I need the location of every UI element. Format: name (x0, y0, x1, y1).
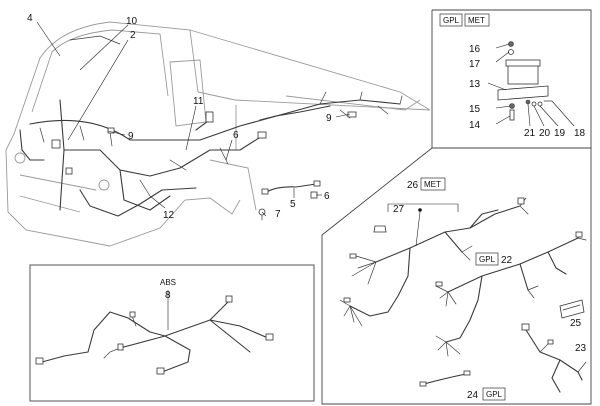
callout-4: 4 (27, 13, 33, 24)
callout-10: 10 (126, 16, 138, 27)
tag-met-top: MET (468, 16, 485, 25)
callout-27: 27 (393, 204, 405, 215)
callout-20: 20 (539, 128, 551, 139)
harness-22 (435, 231, 587, 357)
leader-lines (36, 21, 351, 330)
main-harness-wiring (19, 35, 403, 217)
callout-7: 7 (275, 209, 281, 220)
callout-13: 13 (469, 79, 481, 90)
callout-8: 8 (165, 290, 171, 301)
callout-11: 11 (193, 96, 204, 107)
callout-9-rear: 9 (326, 113, 332, 124)
tag-gpl-22-box (475, 252, 499, 266)
callout-22: 22 (501, 255, 513, 266)
callout-17: 17 (469, 59, 481, 70)
callout-labels: 4 10 2 11 9 9 6 12 5 6 7 16 17 13 15 14 … (27, 13, 587, 401)
tag-gpl-top: GPL (443, 16, 460, 25)
callout-5: 5 (290, 199, 296, 210)
tag-gpl-24-box (482, 387, 506, 401)
tag-met-26-box (420, 177, 446, 191)
abs-panel-border (29, 264, 315, 402)
tag-met-top-box (464, 13, 490, 27)
callout-16: 16 (469, 44, 481, 55)
tag-abs: ABS (160, 278, 176, 287)
callout-6-part: 6 (324, 191, 330, 202)
harness-26 (339, 197, 529, 327)
tag-gpl-top-box (439, 13, 463, 27)
tag-gpl-22: GPL (479, 255, 496, 264)
callout-15: 15 (469, 104, 481, 115)
callout-19: 19 (554, 128, 566, 139)
truck-cab-outline (5, 21, 431, 247)
parts-23-24-25 (419, 299, 587, 393)
callout-6-cab: 6 (233, 130, 239, 141)
tag-gpl-24: GPL (486, 390, 503, 399)
callout-25: 25 (570, 318, 582, 329)
callout-9-front: 9 (128, 131, 134, 142)
callout-21: 21 (524, 128, 536, 139)
tag-met-26: MET (424, 180, 441, 189)
abs-harness-8 (35, 295, 274, 375)
callout-26: 26 (407, 180, 419, 191)
callout-2: 2 (130, 30, 136, 41)
relay-assembly (487, 41, 575, 127)
callout-23: 23 (575, 343, 587, 354)
callout-12: 12 (163, 210, 175, 221)
callout-14: 14 (469, 120, 481, 131)
callout-18: 18 (574, 128, 586, 139)
harness-panel-border (321, 147, 592, 405)
variant-tags: GPL MET MET GPL GPL ABS (160, 13, 506, 401)
callout-24: 24 (467, 390, 479, 401)
panel-borders (29, 9, 592, 405)
